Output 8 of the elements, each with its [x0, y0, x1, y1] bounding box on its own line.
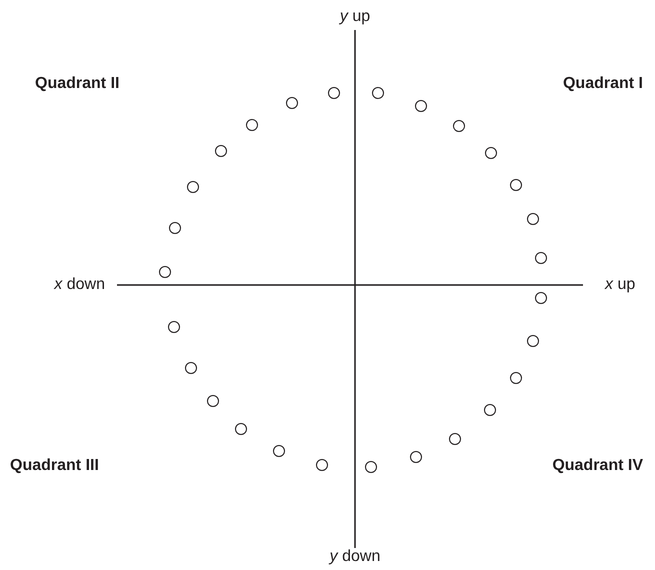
- quadrant-label: Quadrant I: [562, 74, 643, 94]
- axis-label: y down: [330, 547, 380, 567]
- quadrant-label: Quadrant IV: [552, 456, 643, 476]
- axis-label: x down: [54, 275, 105, 295]
- axis-label: x up: [605, 275, 636, 295]
- axis-label: y up: [340, 7, 370, 27]
- quadrant-label: Quadrant III: [10, 456, 99, 476]
- quadrant-label: Quadrant II: [35, 74, 120, 94]
